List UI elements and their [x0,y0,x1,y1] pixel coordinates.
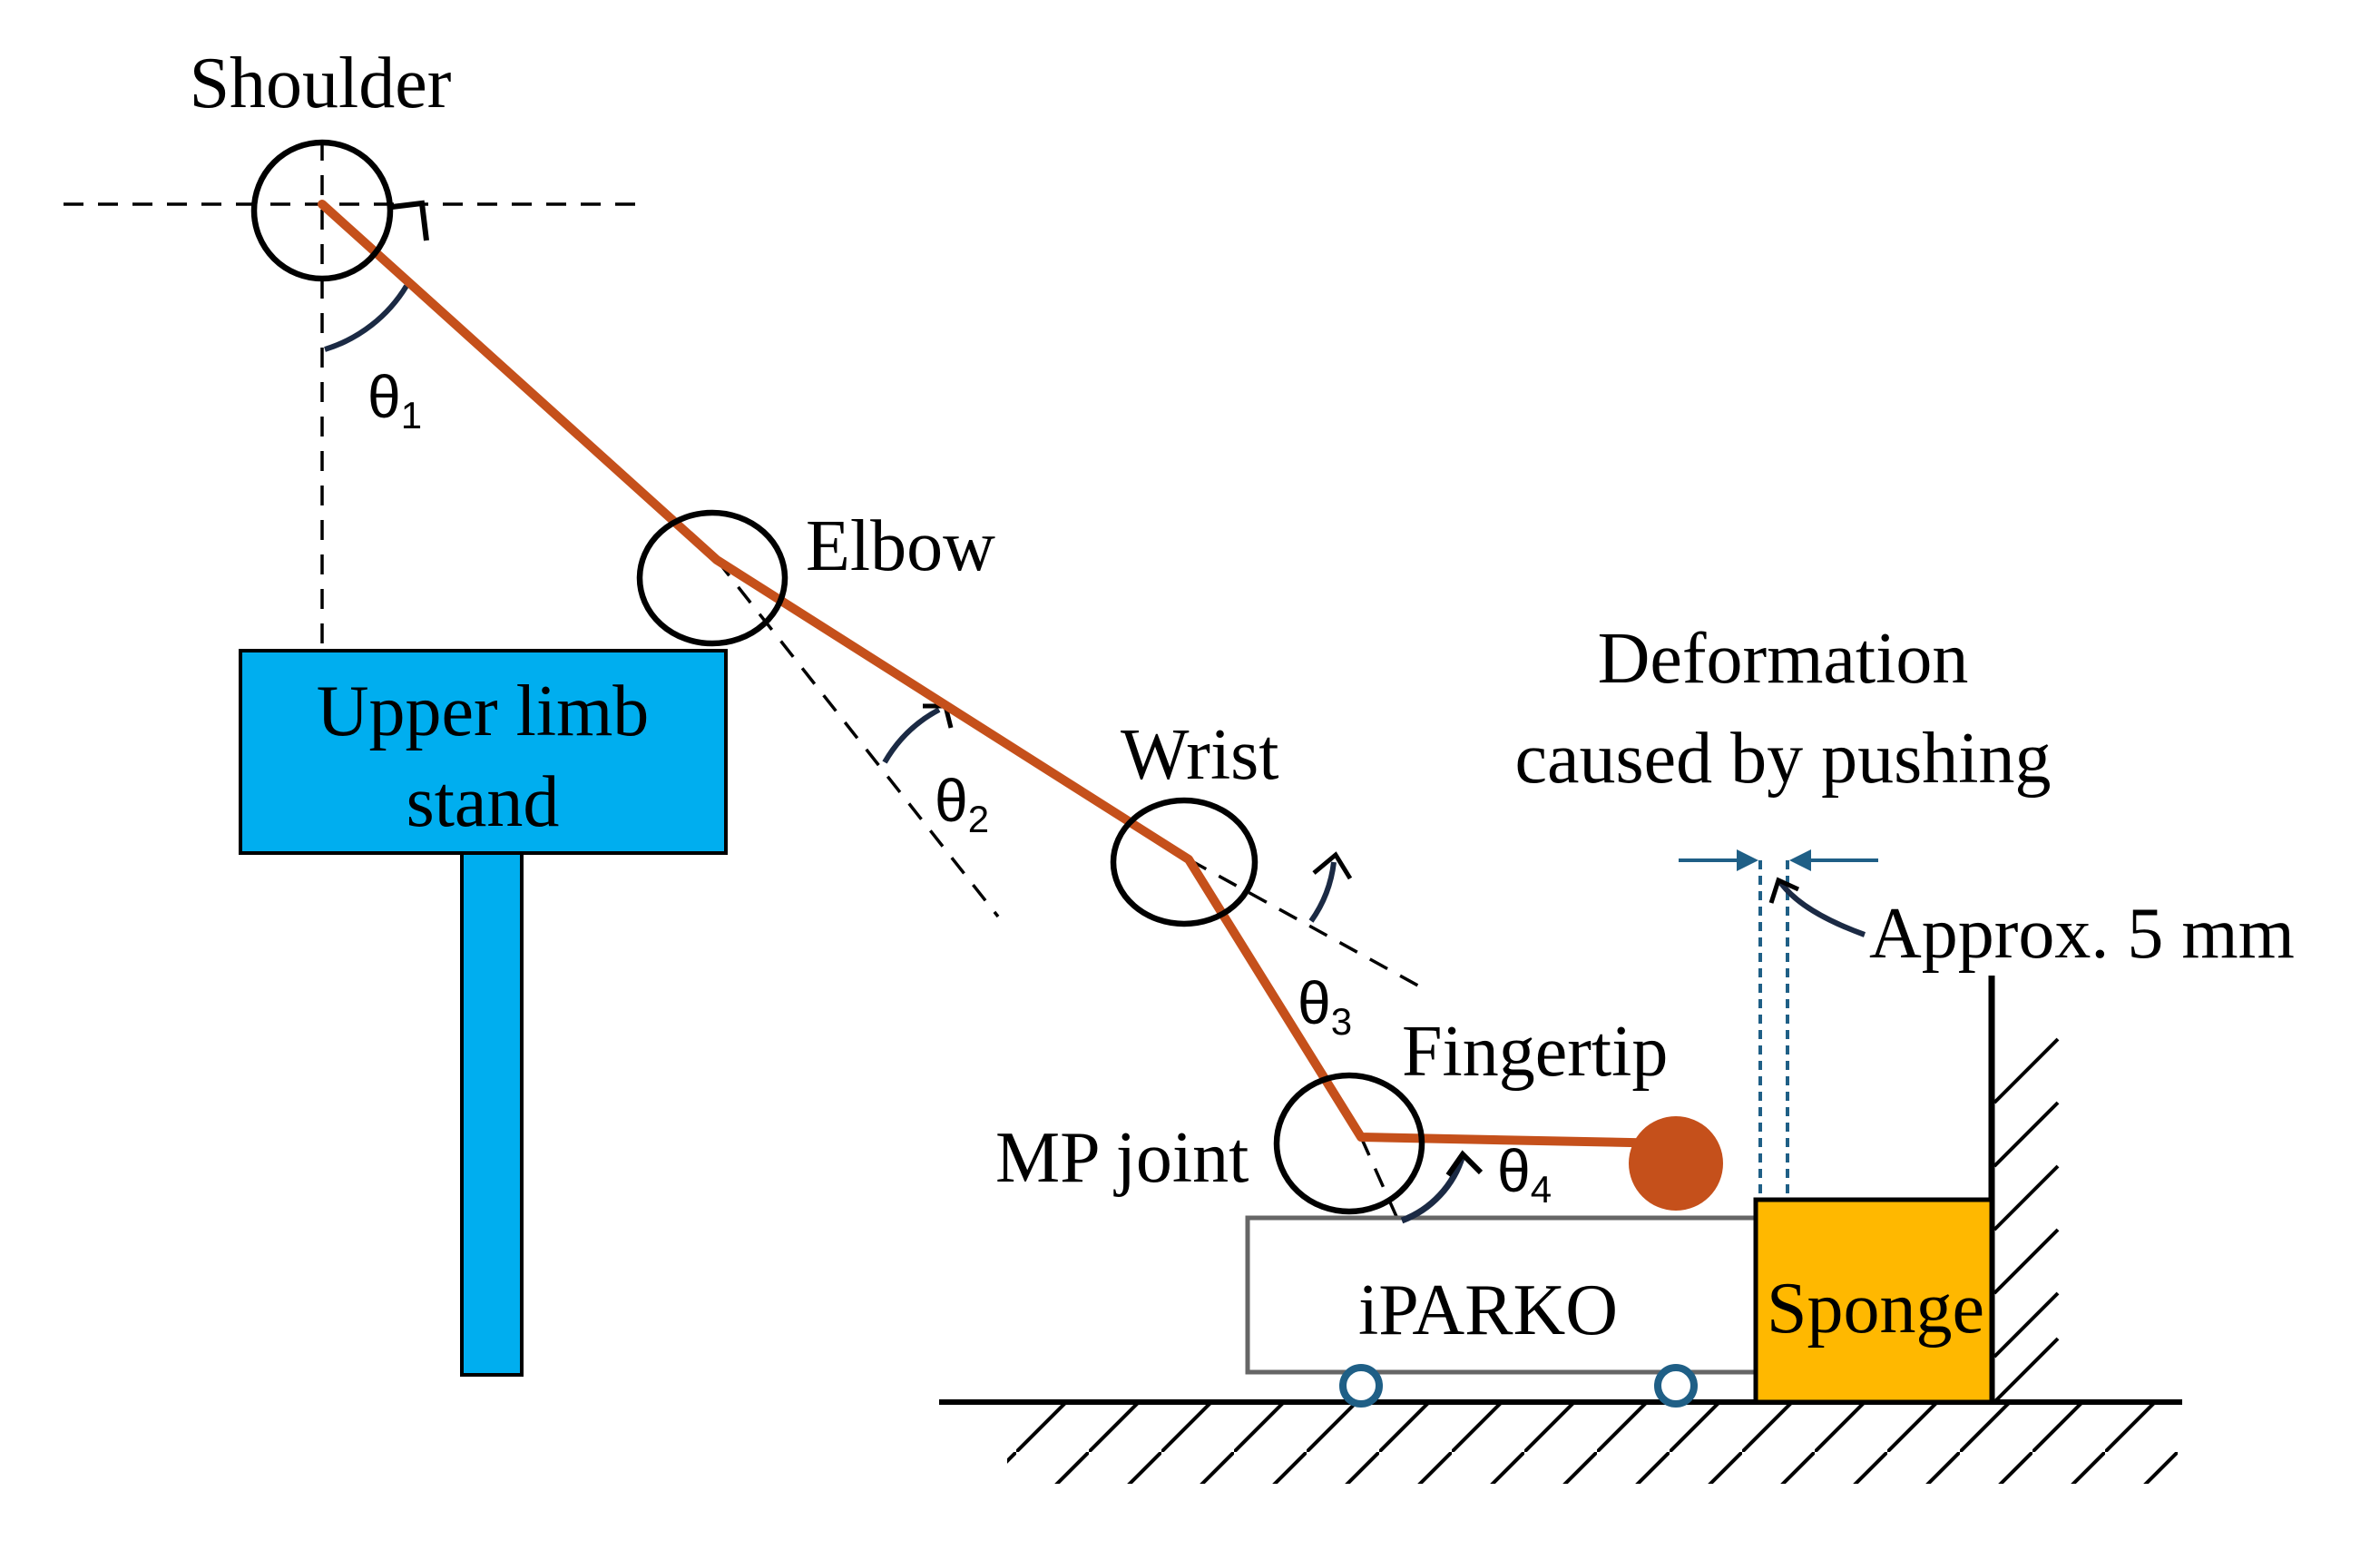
stand-post [460,851,524,1377]
deformation-label-line1: Deformation [1598,619,1969,699]
mp-joint-label: MP joint [995,1118,1249,1198]
iparko-body [1245,1215,1758,1375]
dimension-arrowhead-right [1789,849,1811,871]
theta4-arc [1400,1153,1466,1224]
stand-label-line2: stand [406,762,560,842]
mp-joint [1273,1072,1425,1215]
wall-hatch [1993,1164,2060,1231]
fingertip-ball [1629,1116,1723,1211]
upper-limb-stand: Upper limb stand [239,649,728,1377]
wall-hatch [1993,1037,2060,1104]
approx-leader-line [1778,880,1866,937]
wall-hatch [1993,1291,2060,1359]
fingertip-label: Fingertip [1402,1012,1668,1092]
theta1-arrow-mark [391,200,429,241]
theta1-label: θ1 [367,363,422,437]
deformation-dimension: Deformation caused by pushing Approx. 5 … [1514,619,2295,1200]
theta2-arc [882,707,941,764]
floor-hatching [1007,1402,2178,1484]
theta3-arrowhead [1312,851,1353,880]
iparko-wheel-left [1339,1364,1383,1408]
sponge-block [1753,1197,1994,1405]
iparko-device: iPARKO [1245,1215,1758,1408]
theta4-label: θ4 [1497,1137,1552,1211]
wall-hatch [1993,1101,2060,1168]
theta3-arc [1308,861,1337,923]
arm-links [318,200,1679,1148]
stand-base [239,649,728,855]
wrist-label: Wrist [1121,715,1279,795]
stand-label-line1: Upper limb [317,672,650,751]
wrist-extension-reference [1188,858,1425,991]
iparko-label: iPARKO [1358,1270,1618,1350]
elbow-label: Elbow [806,506,995,586]
shoulder-label: Shoulder [190,44,452,123]
elbow-joint [636,509,788,647]
theta3-label: θ3 [1298,969,1352,1043]
dimension-arrowhead-left [1737,849,1758,871]
mp-extension-reference [1359,1136,1426,1280]
wall-hatch [1993,1337,2060,1404]
approx-leader-arrowhead [1768,877,1800,904]
floor-hatch-mask [935,1402,1007,1484]
sponge: Sponge [1753,1197,1994,1405]
joints [250,139,1425,1215]
wall-hatch [1993,1228,2060,1295]
elbow-extension-reference [715,558,1000,918]
deformation-label-line2: caused by pushing [1514,719,2051,799]
theta2-label: θ2 [935,767,989,840]
wrist-joint [1110,797,1259,927]
wall [1988,976,2060,1404]
floor [935,1399,2182,1484]
angle-arcs [324,200,1484,1224]
sponge-label: Sponge [1767,1269,1984,1349]
approx-label: Approx. 5 mm [1869,894,2295,974]
theta1-arc [324,284,409,352]
reference-lines [64,141,1426,1280]
shoulder-joint [250,139,394,282]
iparko-wheel-right [1654,1364,1698,1408]
theta4-arrowhead [1445,1150,1484,1177]
